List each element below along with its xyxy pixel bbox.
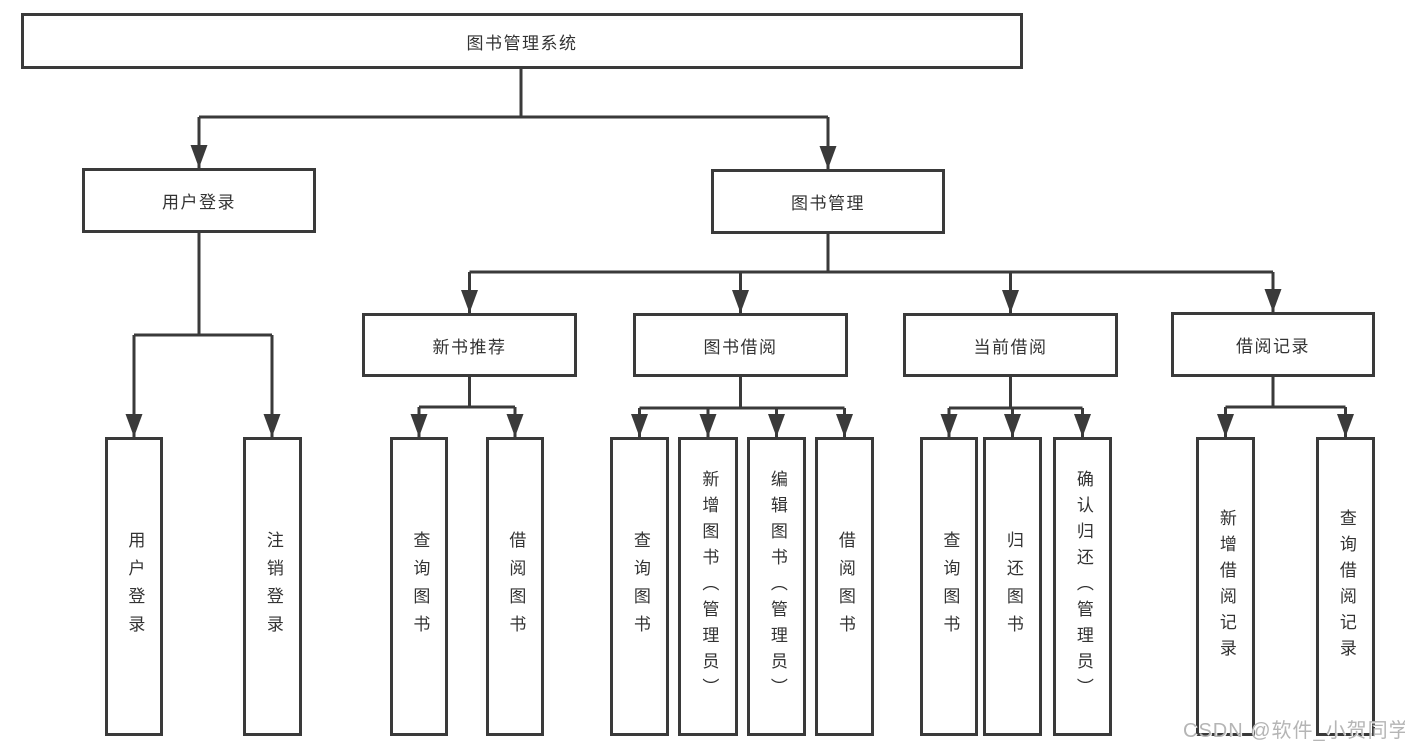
leaf-return-books: 归还图书: [983, 437, 1042, 736]
node-label: 图书借阅: [703, 337, 778, 357]
node-label: 查询图书: [940, 530, 960, 643]
arrowhead-icon: [125, 414, 143, 437]
node-borrow-record: 借阅记录: [1171, 312, 1375, 377]
connector-new-book-branch: [417, 377, 517, 437]
leaf-borrow-books: 借阅图书: [815, 437, 874, 736]
arrowhead-icon: [506, 414, 524, 437]
node-label: 当前借阅: [973, 337, 1048, 357]
leaf-query-books-current: 查询图书: [920, 437, 978, 736]
leaf-add-borrow-record: 新增借阅记录: [1196, 437, 1255, 736]
arrow-heads: [125, 145, 1354, 437]
arrowhead-icon: [190, 145, 208, 168]
connector-book-mgmt-branch: [468, 234, 1275, 313]
leaf-logout: 注销登录: [243, 437, 302, 736]
node-label: 借阅图书: [506, 530, 526, 643]
node-label: 新书推荐: [432, 337, 507, 357]
arrowhead-icon: [1074, 414, 1091, 437]
node-root-system: 图书管理系统: [21, 13, 1023, 69]
leaf-query-borrow-record: 查询借阅记录: [1316, 437, 1375, 736]
connector-book-borrow-branch: [638, 377, 846, 437]
arrowhead-icon: [1004, 414, 1021, 437]
node-label: 查询图书: [410, 530, 430, 643]
leaf-confirm-return-admin: 确认归还（管理员）: [1053, 437, 1112, 736]
node-user-login: 用户登录: [82, 168, 316, 233]
arrowhead-icon: [1264, 289, 1282, 312]
leaf-borrow-books-recommend: 借阅图书: [486, 437, 544, 736]
arrowhead-icon: [732, 290, 749, 313]
node-label: 确认归还（管理员）: [1073, 469, 1093, 704]
node-label: 用户登录: [125, 530, 145, 643]
connector-borrow-record-branch: [1224, 377, 1347, 437]
node-label: 新增借阅记录: [1216, 508, 1236, 665]
node-new-book-recommend: 新书推荐: [362, 313, 577, 377]
node-label: 图书管理: [791, 194, 865, 213]
arrowhead-icon: [461, 290, 478, 313]
leaf-edit-books-admin: 编辑图书（管理员）: [747, 437, 806, 736]
node-label: 新增图书（管理员）: [699, 469, 719, 704]
arrowhead-icon: [1002, 290, 1019, 313]
node-label: 注销登录: [263, 530, 283, 643]
connector-root-to-level2: [197, 69, 830, 169]
arrowhead-icon: [1337, 414, 1354, 437]
arrowhead-icon: [699, 414, 717, 437]
node-book-management: 图书管理: [711, 169, 945, 234]
leaf-query-books-recommend: 查询图书: [390, 437, 448, 736]
connector-paths: [132, 69, 1347, 437]
arrowhead-icon: [263, 414, 281, 437]
arrowhead-icon: [1217, 414, 1234, 437]
leaf-query-books-borrow: 查询图书: [610, 437, 669, 736]
node-book-borrow: 图书借阅: [633, 313, 848, 377]
node-label: 归还图书: [1003, 530, 1023, 643]
csdn-watermark: CSDN @软件_小贺同学: [1183, 720, 1405, 742]
node-label: 图书管理系统: [466, 33, 578, 53]
leaf-add-books-admin: 新增图书（管理员）: [678, 437, 738, 736]
leaf-user-login: 用户登录: [105, 437, 163, 736]
node-label: 用户登录: [162, 193, 236, 212]
node-label: 借阅记录: [1236, 337, 1310, 356]
arrowhead-icon: [819, 146, 837, 169]
node-label: 借阅图书: [835, 530, 855, 643]
node-label: 编辑图书（管理员）: [767, 469, 787, 704]
arrowhead-icon: [768, 414, 785, 437]
node-label: 查询图书: [630, 530, 650, 643]
node-label: 查询借阅记录: [1336, 508, 1356, 665]
arrowhead-icon: [836, 414, 853, 437]
connector-user-login-branch: [132, 233, 274, 437]
arrowhead-icon: [631, 414, 648, 437]
arrowhead-icon: [940, 414, 958, 437]
arrowhead-icon: [410, 414, 428, 437]
node-current-borrow: 当前借阅: [903, 313, 1118, 377]
